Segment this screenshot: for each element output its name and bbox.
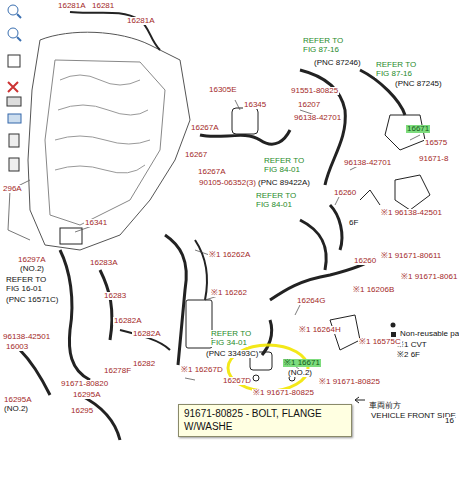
callout-number: REFER TO — [263, 157, 305, 165]
callout-number: ※1 96138-42501 — [380, 209, 443, 217]
callout-number: ※2 6F — [396, 351, 421, 359]
callout-number: 91551-80825 — [290, 87, 339, 95]
callout-number: REFER TO — [210, 330, 252, 338]
callout-number: 16260 — [333, 189, 357, 197]
callout-number: (NO.2) — [3, 405, 29, 413]
callout-number: FIG 84-01 — [263, 166, 301, 174]
callout-number: 96138-42501 — [2, 333, 51, 341]
callout-number: 91671-8 — [418, 155, 449, 163]
callout-number: 16278F — [103, 367, 132, 375]
callout-number: ※1 91671-8061 — [400, 273, 458, 281]
callout-number: 91671-80820 — [60, 380, 109, 388]
callout-number: 16267 — [184, 151, 208, 159]
callout-number: 96138-42701 — [293, 114, 342, 122]
callout-number: 90105-06352(3) — [198, 179, 257, 187]
callout-number: 16281 — [91, 2, 115, 10]
callout-number: ※1 16206B — [352, 286, 395, 294]
callout-number: 16305E — [208, 86, 238, 94]
callout-number: REFER TO — [302, 37, 344, 45]
callout-number: (PNC 87245) — [394, 80, 443, 88]
callout-number: REFER TO — [255, 192, 297, 200]
callout-number: 16264G — [296, 297, 326, 305]
callout-number: ※1 91671-80825 — [318, 378, 381, 386]
callout-number: (PNC 87246) — [313, 59, 362, 67]
callout-number: ※1 91671-80825 — [252, 389, 315, 397]
tooltip-box: 91671-80825 - BOLT, FLANGE W/WASHE — [178, 404, 352, 437]
callout-number: 296A — [2, 185, 23, 193]
callout-number: 16207 — [297, 101, 321, 109]
callout-number: FIG 87-16 — [302, 46, 340, 54]
callout-number: REFER TO — [375, 61, 417, 69]
callout-number: 16281A — [57, 2, 87, 10]
callout-number: 16282A — [132, 330, 162, 338]
callout-number: (NO.2) — [19, 265, 45, 273]
callout-number: (PNC 89422A) — [257, 179, 311, 187]
callout-number: 16671 — [406, 125, 430, 133]
callout-number: FIG 16-01 — [5, 285, 43, 293]
callout-number: (PNC 33493C) — [205, 350, 259, 358]
callout-number: 16267A — [197, 168, 227, 176]
callout-number: 16282A — [113, 317, 143, 325]
callout-number: ※1 16267D — [180, 366, 224, 374]
callout-number: 車両前方 — [368, 402, 402, 410]
callout-number: 6F — [348, 219, 359, 227]
callout-number: 16260 — [353, 257, 377, 265]
callout-number: 16003 — [5, 343, 29, 351]
callout-number: FIG 84-01 — [255, 201, 293, 209]
callout-number: ※1 91671-80611 — [380, 252, 442, 260]
tooltip-text: 91671-80825 - BOLT, FLANGE W/WASHE — [179, 405, 351, 436]
callout-number: 16267D — [222, 377, 252, 385]
callout-number: 16297A — [17, 256, 47, 264]
callout-number: FIG 87-16 — [375, 70, 413, 78]
callout-number: 16281A — [126, 17, 156, 25]
callout-number: 16575 — [424, 139, 448, 147]
callout-number: 16341 — [84, 219, 108, 227]
callout-number: ※1 16262 — [210, 289, 248, 297]
callout-number: REFER TO — [5, 276, 47, 284]
callout-number: ※1 16264H — [298, 326, 342, 334]
callout-number: 16295A — [72, 391, 102, 399]
callout-number: (PNC 16571C) — [5, 296, 59, 304]
callout-number: (NO.2) — [287, 369, 313, 377]
callout-number: 16295 — [70, 407, 94, 415]
callout-number: 16282 — [132, 360, 156, 368]
callout-number: FIG 34-01 — [210, 339, 248, 347]
callout-number: 16345 — [243, 101, 267, 109]
callout-number: ※1 16671 — [283, 359, 321, 367]
callout-number: 16 — [444, 417, 455, 425]
callout-number: ※1 16575C — [358, 338, 402, 346]
callout-number: 16283A — [89, 259, 119, 267]
callout-number: 16295A — [3, 396, 33, 404]
callout-number: ※1 16262A — [208, 251, 251, 259]
callout-number: 96138-42701 — [343, 159, 392, 167]
callout-number: Non-reusable pa — [399, 330, 459, 338]
callout-number: 16267A — [190, 124, 220, 132]
callout-number: 16283 — [103, 292, 127, 300]
